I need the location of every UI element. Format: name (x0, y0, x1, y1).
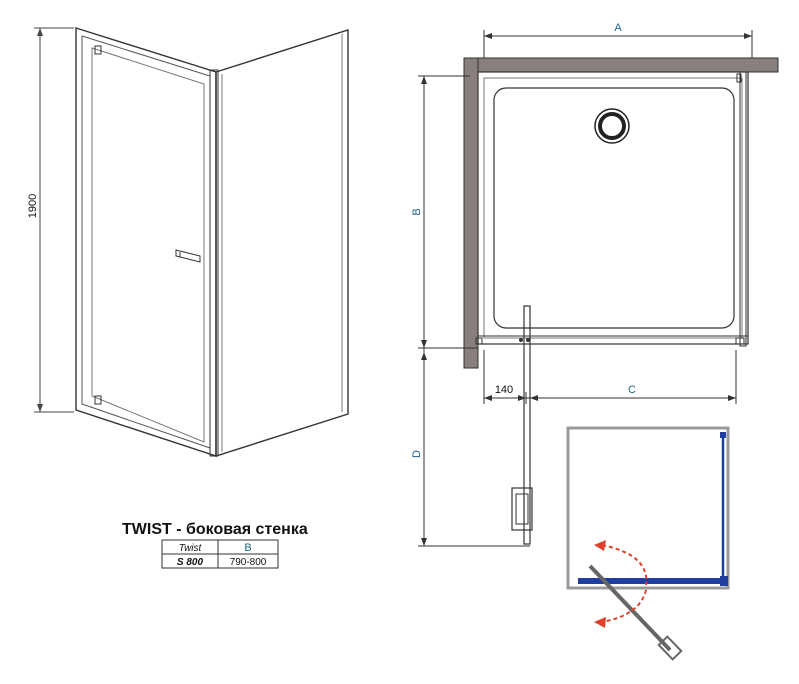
size-table-cell-range: 790-800 (230, 557, 267, 568)
size-table-cell-model: S 800 (177, 557, 204, 568)
swing-in-arrow-icon (594, 617, 606, 628)
dimension-b-label: B (411, 208, 423, 215)
drain-icon (594, 108, 630, 144)
back-wall (463, 57, 779, 73)
dimension-d-label: D (411, 450, 423, 458)
height-dimension-label: 1900 (27, 194, 39, 218)
product-title: TWIST - боковая стенка (122, 521, 308, 538)
dimension-offset-label: 140 (495, 384, 513, 396)
swing-schematic (566, 426, 730, 661)
side-wall (463, 57, 479, 369)
swing-out-arrow-icon (594, 540, 606, 551)
size-table (161, 539, 279, 569)
shower-tray-basin (493, 87, 735, 329)
size-table-header-model: Twist (179, 543, 203, 554)
dimension-a-label: A (614, 22, 622, 34)
fixed-panel-blue (578, 578, 728, 584)
perspective-view (34, 27, 349, 457)
dimension-c-label: C (628, 384, 636, 396)
plan-view (418, 30, 779, 547)
size-table-header-b: B (244, 542, 251, 554)
